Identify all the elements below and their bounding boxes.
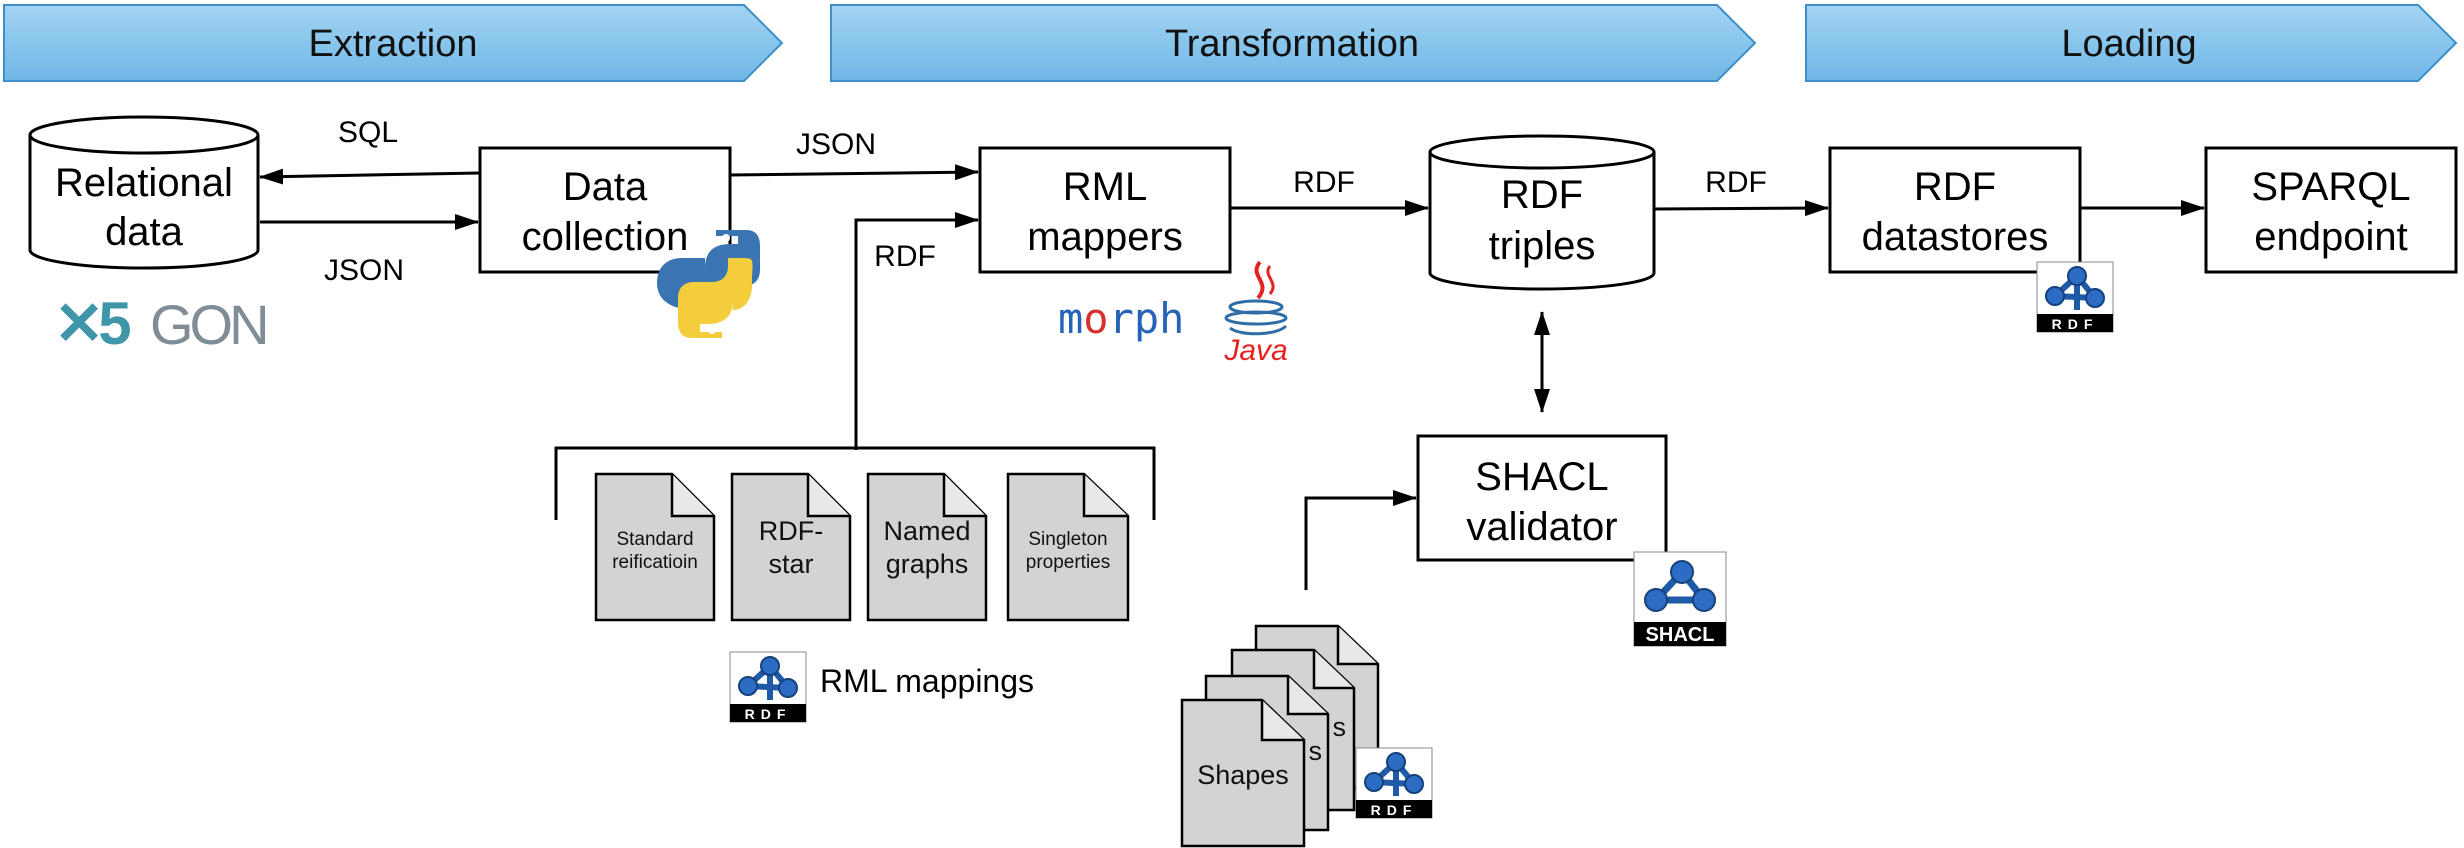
rml-mappers-box: RML mappers bbox=[978, 146, 1232, 274]
relational-data-line2: data bbox=[105, 210, 184, 254]
phase-transformation-label: Transformation bbox=[1165, 23, 1419, 65]
mapping-doc-label-2b: star bbox=[768, 549, 813, 579]
rdf-badge-icon: RDF bbox=[1356, 748, 1432, 818]
shapes-stack: s s Shapes RDF bbox=[1180, 624, 1432, 848]
rdf-datastores-line2: datastores bbox=[1862, 215, 2049, 259]
rml-mappings-label: RML mappings bbox=[820, 663, 1034, 699]
edge-rdf-mappings-label: RDF bbox=[874, 240, 936, 273]
mappings-bracket bbox=[554, 446, 1156, 520]
phase-loading-label: Loading bbox=[2061, 23, 2196, 65]
edge-json-back-label: JSON bbox=[324, 254, 404, 287]
edge-rdf-store-label: RDF bbox=[1705, 166, 1767, 199]
rml-mappers-line1: RML bbox=[1063, 165, 1147, 209]
x5gon-logo: ✕5 GON bbox=[54, 290, 270, 357]
rdf-triples-store: RDF triples bbox=[1428, 134, 1656, 291]
edge-rdf-mappers-out-label: RDF bbox=[1293, 166, 1355, 199]
rdf-datastores-box: RDF datastores bbox=[1828, 146, 2082, 274]
mapping-doc-named-graphs: Named graphs bbox=[866, 472, 988, 622]
rml-mappers-line2: mappers bbox=[1027, 215, 1183, 259]
phase-extraction: Extraction bbox=[3, 4, 784, 82]
shacl-validator-line2: validator bbox=[1466, 505, 1617, 549]
phase-extraction-label: Extraction bbox=[309, 23, 478, 65]
data-collection-line2: collection bbox=[522, 215, 689, 259]
rdf-triples-line2: triples bbox=[1489, 224, 1596, 268]
shape-doc-front: Shapes bbox=[1180, 698, 1306, 848]
relational-data-line1: Relational bbox=[55, 161, 233, 205]
x5gon-logo-mark: ✕5 bbox=[54, 290, 130, 357]
edge-sql-label: SQL bbox=[338, 116, 398, 149]
mapping-doc-label-3a: Named bbox=[883, 516, 970, 546]
mapping-doc-label-2a: RDF- bbox=[759, 516, 823, 546]
sparql-endpoint-box: SPARQL endpoint bbox=[2204, 146, 2458, 274]
rdf-badge-text: RDF bbox=[2052, 316, 2099, 332]
relational-data-store: Relational data bbox=[28, 115, 260, 270]
data-collection-box: Data collection bbox=[478, 146, 732, 274]
mapping-doc-label-1b: reificatioin bbox=[612, 552, 698, 573]
rdf-triples-line1: RDF bbox=[1501, 173, 1583, 217]
sparql-endpoint-line1: SPARQL bbox=[2251, 165, 2410, 209]
rdf-badge-text: RDF bbox=[745, 706, 792, 722]
phase-loading: Loading bbox=[1805, 4, 2458, 82]
python-logo-icon bbox=[657, 230, 760, 338]
edges: SQL JSON JSON RDF RDF RDF bbox=[259, 116, 2205, 590]
edge-sql bbox=[259, 168, 481, 185]
java-logo-text: Java bbox=[1223, 334, 1287, 367]
edge-rdf-store bbox=[1653, 200, 1829, 217]
sparql-endpoint-line2: endpoint bbox=[2254, 215, 2407, 259]
rdf-badge-icon: RDF bbox=[2037, 262, 2113, 332]
mapping-doc-label-4a: Singleton bbox=[1028, 529, 1107, 550]
x5gon-logo-text: GON bbox=[150, 293, 266, 356]
shacl-badge-text: SHACL bbox=[1646, 624, 1715, 646]
shape-doc-back-2-label: s bbox=[1333, 712, 1347, 742]
shacl-badge-icon: SHACL bbox=[1633, 551, 1727, 647]
morph-logo-text: morph bbox=[1058, 294, 1184, 343]
mapping-doc-rdf-star: RDF- star bbox=[730, 472, 852, 622]
rdf-badge-text: RDF bbox=[1371, 802, 1418, 818]
rdf-badge-icon: RDF bbox=[730, 652, 806, 722]
shape-doc-back-1-label: s bbox=[1309, 736, 1323, 766]
shacl-validator-line1: SHACL bbox=[1475, 455, 1608, 499]
edge-json-forward-label: JSON bbox=[796, 128, 876, 161]
mapping-doc-standard-reification: Standard reificatioin bbox=[594, 472, 716, 622]
edge-rdf-mappings bbox=[854, 212, 979, 450]
data-collection-line1: Data bbox=[563, 165, 648, 209]
edge-json-forward bbox=[729, 164, 979, 181]
java-logo-icon: Java bbox=[1223, 260, 1288, 367]
morph-logo: morph bbox=[1058, 294, 1184, 343]
rml-mappings-group: Standard reificatioin RDF- star Named gr… bbox=[554, 446, 1156, 722]
shape-doc-front-label: Shapes bbox=[1197, 760, 1289, 790]
phase-transformation: Transformation bbox=[830, 4, 1757, 82]
mapping-doc-label-3b: graphs bbox=[886, 549, 969, 579]
shacl-validator-box: SHACL validator bbox=[1416, 434, 1668, 562]
mapping-doc-singleton-properties: Singleton properties bbox=[1006, 472, 1130, 622]
rdf-datastores-line1: RDF bbox=[1914, 165, 1996, 209]
edge-shapes-shacl bbox=[1304, 490, 1417, 590]
mapping-doc-label-1a: Standard bbox=[616, 529, 693, 550]
mapping-doc-label-4b: properties bbox=[1026, 552, 1111, 573]
